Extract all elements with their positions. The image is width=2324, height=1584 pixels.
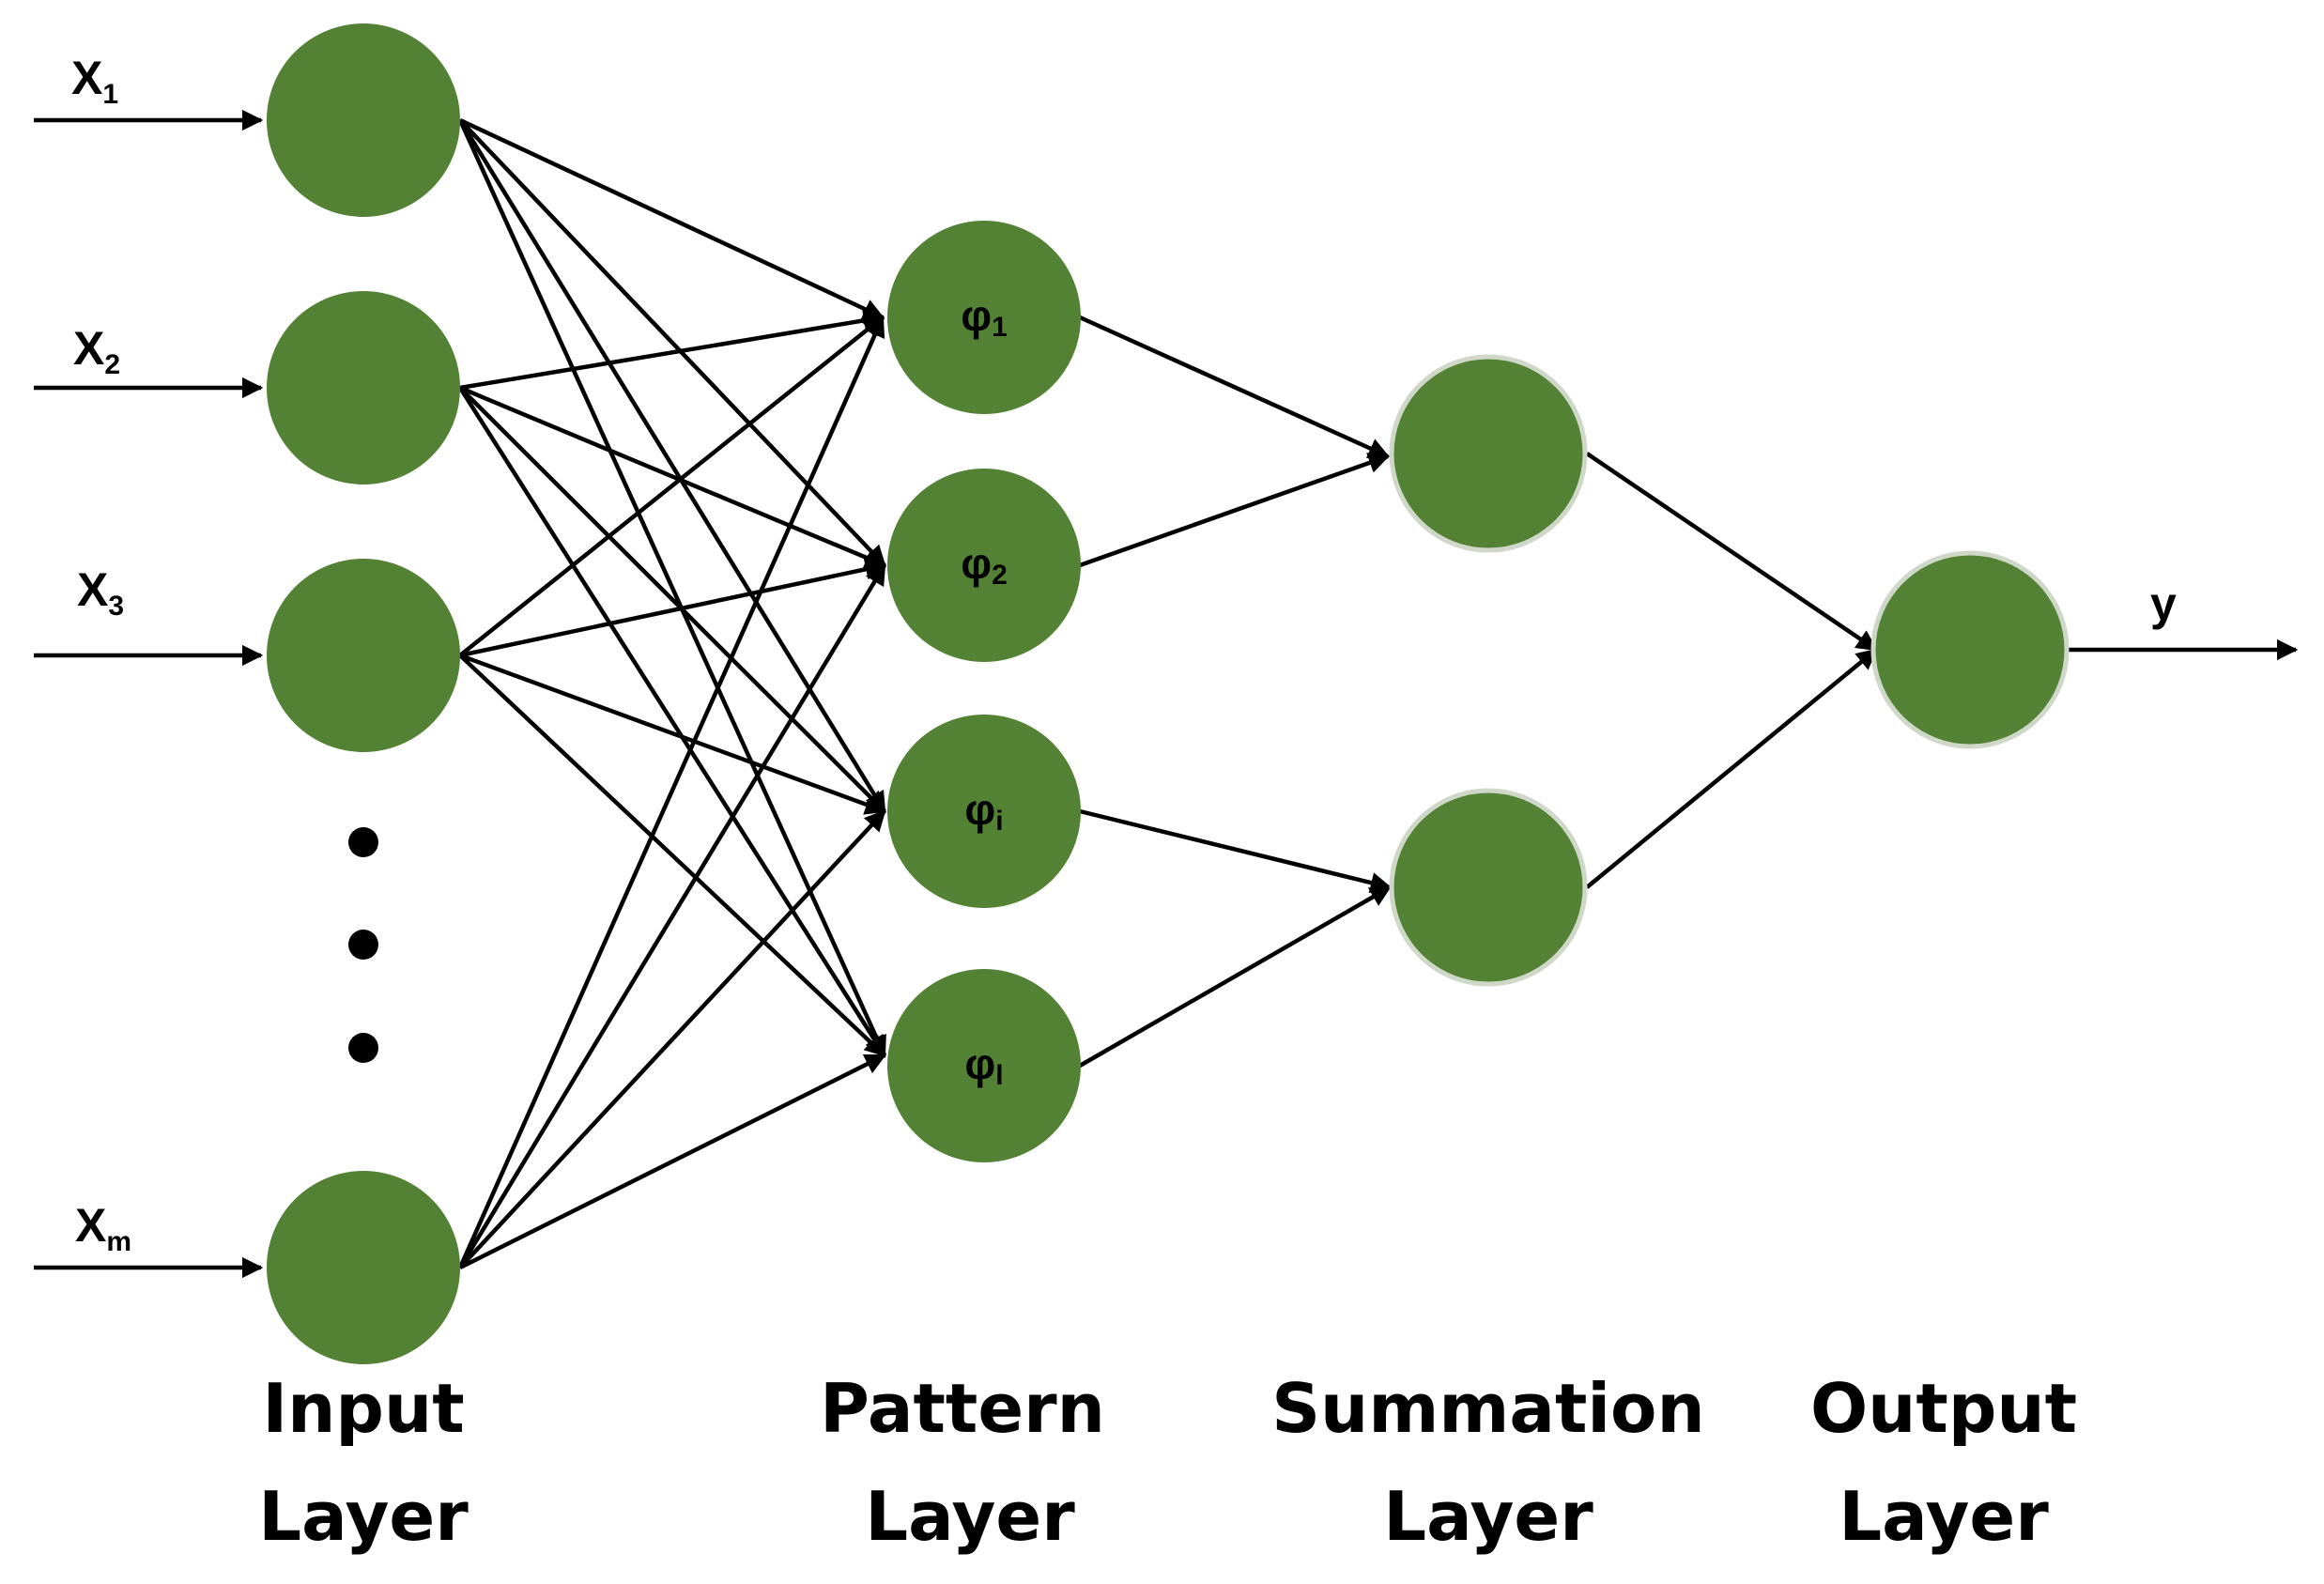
connection-x1-phii	[458, 118, 886, 813]
input-node-2	[267, 291, 460, 484]
input-label-x1: X1	[71, 52, 118, 110]
connection-x1-phi1	[459, 117, 885, 320]
connection-xm-phi1	[457, 315, 885, 1269]
pattern-label-phil: φl	[964, 1039, 1003, 1091]
pattern-label-phi2: φ2	[961, 539, 1008, 591]
pattern-labels: φ1 φ2 φi φl	[961, 291, 1008, 1091]
layer-title-output: Output	[1810, 1369, 2077, 1448]
summation-node-2	[1389, 788, 1588, 987]
connection-x3-phil	[458, 654, 886, 1057]
output-node	[1870, 550, 2070, 749]
connection-xm-phii	[458, 809, 886, 1269]
connection-x2-phi2	[459, 385, 887, 568]
input-label-x3: X3	[77, 563, 124, 622]
input-node-m	[267, 1171, 460, 1364]
connection-phii-sum2	[1079, 808, 1393, 894]
pattern-node-2	[887, 469, 1081, 662]
pattern-layer	[887, 221, 1081, 1162]
output-label-y: y	[2150, 577, 2177, 630]
input-label-xm: Xm	[75, 1199, 131, 1257]
layer-titles: Input Layer Pattern Layer Summation Laye…	[258, 1369, 2077, 1556]
summation-node-1	[1389, 354, 1588, 553]
layer-title-pattern: Pattern	[820, 1369, 1105, 1448]
ellipsis-dot	[348, 827, 378, 857]
layer-title-input: Input	[262, 1369, 464, 1448]
layer-title-output-line2: Layer	[1839, 1477, 2049, 1556]
layer-title-summation: Summation	[1271, 1369, 1705, 1448]
layer-title-input-line2: Layer	[258, 1477, 469, 1556]
pattern-summation-connections	[1078, 315, 1393, 1068]
input-pattern-connections	[457, 117, 887, 1270]
connection-x1-phil	[457, 119, 887, 1058]
connection-phi2-sum1	[1079, 453, 1391, 568]
input-labels: X1 X2 X3 Xm	[71, 52, 131, 1257]
pattern-label-phii: φi	[964, 785, 1003, 837]
input-node-3	[267, 559, 460, 752]
connection-x2-phii	[458, 386, 886, 813]
connection-xm-phil	[458, 1053, 887, 1270]
connection-x2-phil	[458, 386, 886, 1057]
ellipsis-dot	[348, 930, 378, 960]
layer-title-summation-line2: Layer	[1383, 1477, 1593, 1556]
layer-title-pattern-line2: Layer	[865, 1477, 1075, 1556]
connection-x3-phii	[459, 653, 887, 815]
connection-sum2-output	[1585, 648, 1878, 889]
input-node-1	[267, 23, 460, 217]
connection-xm-phi2	[458, 563, 886, 1269]
pattern-node-1	[887, 221, 1081, 414]
pattern-node-l	[887, 969, 1081, 1162]
ellipsis-dot	[348, 1033, 378, 1063]
summation-output-connections	[1585, 452, 1878, 889]
connection-phi1-sum1	[1079, 315, 1391, 459]
connection-x1-phi2	[458, 118, 886, 567]
summation-layer	[1389, 354, 1588, 987]
connection-phil-sum2	[1078, 885, 1392, 1068]
pattern-node-i	[887, 715, 1081, 908]
input-label-x2: X2	[73, 322, 120, 380]
connection-x3-phi2	[459, 559, 887, 658]
connection-sum1-output	[1585, 452, 1878, 652]
pattern-label-phi1: φ1	[961, 291, 1008, 343]
input-layer	[267, 23, 460, 1364]
connection-x3-phi1	[458, 315, 885, 657]
input-arrows	[34, 109, 264, 1279]
connection-x2-phi1	[459, 310, 885, 391]
